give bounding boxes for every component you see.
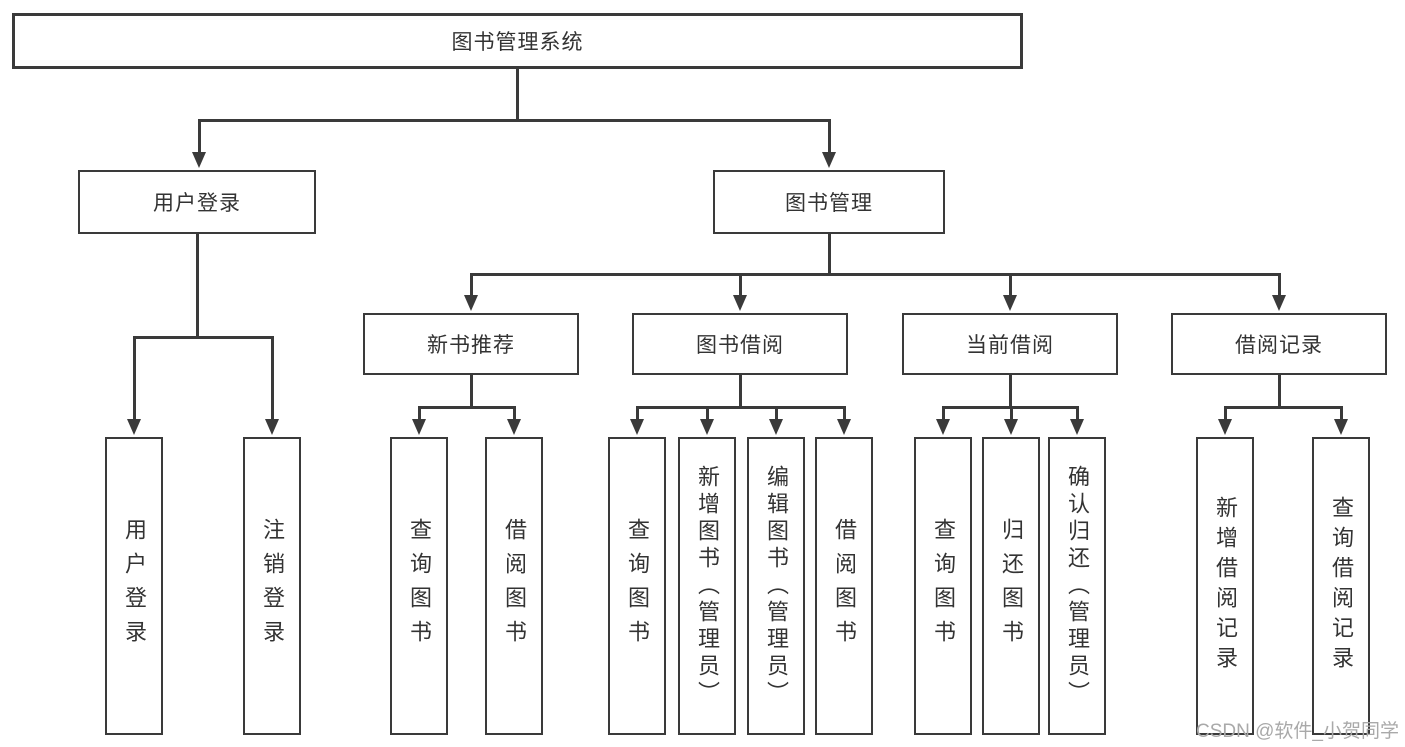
connector-newbook-drop2 bbox=[512, 406, 516, 421]
connector-userlogin-stem bbox=[195, 234, 199, 337]
leaf-borrow-books-2-label: 借阅图书 bbox=[832, 518, 857, 654]
arrow-down-icon bbox=[127, 419, 141, 435]
leaf-edit-book-admin-label: 编辑图书（管理员） bbox=[764, 464, 789, 708]
arrow-down-icon bbox=[192, 152, 206, 168]
node-user-login-label: 用户登录 bbox=[153, 192, 241, 215]
arrow-down-icon bbox=[769, 419, 783, 435]
leaf-add-book-admin-label: 新增图书（管理员） bbox=[695, 464, 720, 708]
arrow-down-icon bbox=[822, 152, 836, 168]
arrow-down-icon bbox=[733, 295, 747, 311]
node-borrow-records-label: 借阅记录 bbox=[1235, 334, 1323, 357]
node-book-management: 图书管理 bbox=[713, 170, 945, 234]
arrow-down-icon bbox=[1218, 419, 1232, 435]
leaf-borrow-books-1: 借阅图书 bbox=[485, 437, 543, 735]
connector-borrow-drop2 bbox=[705, 406, 709, 421]
leaf-query-books-1-label: 查询图书 bbox=[407, 518, 432, 654]
leaf-return-books: 归还图书 bbox=[982, 437, 1040, 735]
leaf-query-borrow-record: 查询借阅记录 bbox=[1312, 437, 1370, 735]
leaf-query-borrow-record-label: 查询借阅记录 bbox=[1329, 496, 1354, 676]
connector-records-bar bbox=[1223, 406, 1343, 409]
connector-current-drop1 bbox=[941, 406, 945, 421]
arrow-down-icon bbox=[1334, 419, 1348, 435]
connector-borrow-stem bbox=[738, 375, 742, 409]
node-book-borrow: 图书借阅 bbox=[632, 313, 848, 375]
arrow-down-icon bbox=[837, 419, 851, 435]
connector-records-stem bbox=[1277, 375, 1281, 409]
node-current-borrow: 当前借阅 bbox=[902, 313, 1118, 375]
arrow-down-icon bbox=[936, 419, 950, 435]
arrow-down-icon bbox=[1272, 295, 1286, 311]
connector-bookmgmt-stem bbox=[827, 234, 831, 275]
connector-userlogin-drop1 bbox=[132, 336, 136, 421]
connector-newbook-drop1 bbox=[417, 406, 421, 421]
connector-bookmgmt-bar bbox=[469, 273, 1281, 276]
node-root-label: 图书管理系统 bbox=[451, 31, 584, 54]
connector-borrow-drop3 bbox=[774, 406, 778, 421]
leaf-add-borrow-record-label: 新增借阅记录 bbox=[1213, 496, 1238, 676]
arrow-down-icon bbox=[265, 419, 279, 435]
leaf-query-books-3-label: 查询图书 bbox=[931, 518, 956, 654]
leaf-return-books-label: 归还图书 bbox=[999, 518, 1024, 654]
connector-bookmgmt-drop4 bbox=[1277, 273, 1281, 297]
connector-root-stem bbox=[515, 69, 519, 120]
node-user-login: 用户登录 bbox=[78, 170, 316, 234]
leaf-logout: 注销登录 bbox=[243, 437, 301, 735]
leaf-logout-label: 注销登录 bbox=[260, 518, 285, 654]
node-current-borrow-label: 当前借阅 bbox=[966, 334, 1054, 357]
arrow-down-icon bbox=[1003, 295, 1017, 311]
arrow-down-icon bbox=[1070, 419, 1084, 435]
leaf-query-books-1: 查询图书 bbox=[390, 437, 448, 735]
node-borrow-records: 借阅记录 bbox=[1171, 313, 1387, 375]
leaf-borrow-books-1-label: 借阅图书 bbox=[502, 518, 527, 654]
arrow-down-icon bbox=[1004, 419, 1018, 435]
connector-newbook-bar bbox=[417, 406, 516, 409]
node-new-book-recommend: 新书推荐 bbox=[363, 313, 579, 375]
connector-current-drop2 bbox=[1009, 406, 1013, 421]
node-book-management-label: 图书管理 bbox=[785, 192, 873, 215]
arrow-down-icon bbox=[464, 295, 478, 311]
node-new-book-recommend-label: 新书推荐 bbox=[427, 334, 515, 357]
connector-records-drop2 bbox=[1339, 406, 1343, 421]
connector-borrow-drop1 bbox=[635, 406, 639, 421]
leaf-query-books-2-label: 查询图书 bbox=[625, 518, 650, 654]
leaf-query-books-2: 查询图书 bbox=[608, 437, 666, 735]
connector-current-stem bbox=[1008, 375, 1012, 409]
leaf-add-borrow-record: 新增借阅记录 bbox=[1196, 437, 1254, 735]
connector-root-left-drop bbox=[197, 119, 201, 154]
connector-records-drop1 bbox=[1223, 406, 1227, 421]
connector-borrow-drop4 bbox=[842, 406, 846, 421]
connector-borrow-bar bbox=[635, 406, 846, 409]
leaf-query-books-3: 查询图书 bbox=[914, 437, 972, 735]
csdn-watermark: CSDN @软件_小贺同学 bbox=[1196, 721, 1399, 742]
leaf-borrow-books-2: 借阅图书 bbox=[815, 437, 873, 735]
leaf-user-login: 用户登录 bbox=[105, 437, 163, 735]
connector-root-bar bbox=[197, 119, 831, 122]
leaf-user-login-label: 用户登录 bbox=[122, 518, 147, 654]
arrow-down-icon bbox=[630, 419, 644, 435]
leaf-edit-book-admin: 编辑图书（管理员） bbox=[747, 437, 805, 735]
connector-bookmgmt-drop1 bbox=[469, 273, 473, 297]
connector-root-right-drop bbox=[827, 119, 831, 154]
arrow-down-icon bbox=[507, 419, 521, 435]
node-root: 图书管理系统 bbox=[12, 13, 1023, 69]
arrow-down-icon bbox=[412, 419, 426, 435]
leaf-confirm-return-admin-label: 确认归还（管理员） bbox=[1065, 464, 1090, 708]
connector-bookmgmt-drop3 bbox=[1008, 273, 1012, 297]
connector-userlogin-drop2 bbox=[270, 336, 274, 421]
connector-bookmgmt-drop2 bbox=[738, 273, 742, 297]
leaf-add-book-admin: 新增图书（管理员） bbox=[678, 437, 736, 735]
connector-current-drop3 bbox=[1075, 406, 1079, 421]
connector-userlogin-bar bbox=[132, 336, 274, 339]
leaf-confirm-return-admin: 确认归还（管理员） bbox=[1048, 437, 1106, 735]
node-book-borrow-label: 图书借阅 bbox=[696, 334, 784, 357]
connector-newbook-stem bbox=[469, 375, 473, 409]
arrow-down-icon bbox=[700, 419, 714, 435]
